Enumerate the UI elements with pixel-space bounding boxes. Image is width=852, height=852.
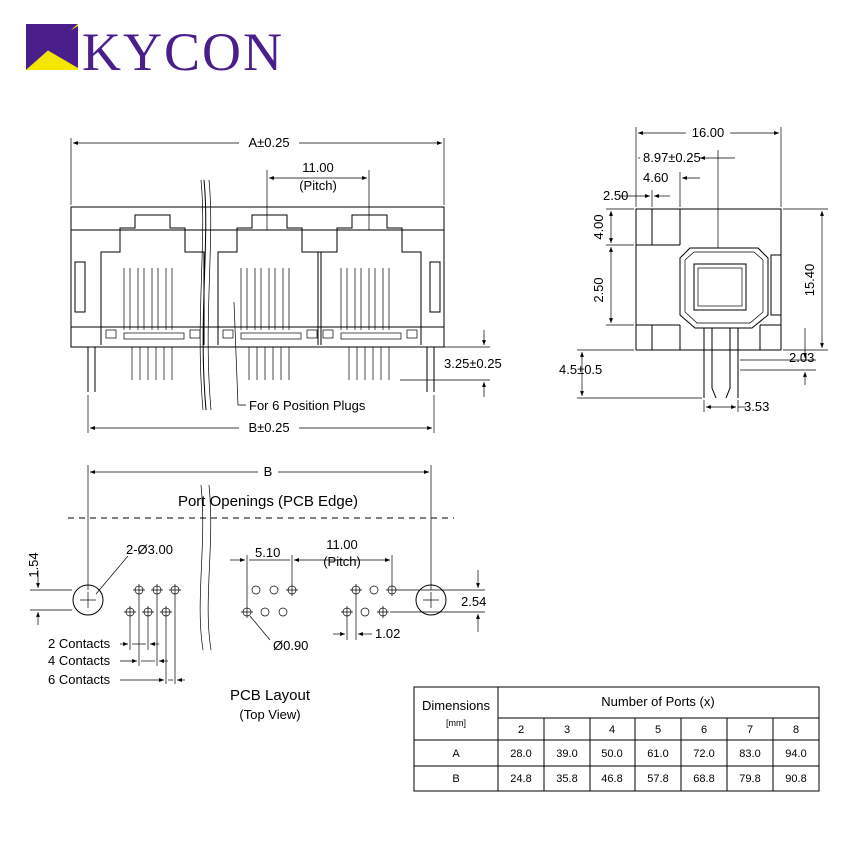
- table-cell: 50.0: [601, 748, 622, 760]
- table-cell: 57.8: [647, 773, 668, 785]
- table-cell: 46.8: [601, 773, 622, 785]
- pcb-hole-label: 2-Ø3.00: [126, 542, 173, 557]
- side-height-250: 2.50: [591, 277, 606, 302]
- pcb-dim-102: 1.02: [375, 626, 400, 641]
- logo-text: KYCON: [82, 22, 284, 82]
- table-cell: 35.8: [556, 773, 577, 785]
- contact-group-2: [241, 584, 298, 618]
- contact-group-1: [124, 584, 181, 618]
- pcb-pitch-value: 11.00: [326, 537, 358, 552]
- table-port-header: 3: [564, 724, 570, 736]
- table-cell: 39.0: [556, 748, 577, 760]
- table-port-header: 2: [518, 724, 524, 736]
- side-view: 16.00 8.97±0.25 4.60 2.50 4: [559, 125, 828, 414]
- mounting-hole-left: [72, 584, 104, 616]
- table-cell: 72.0: [693, 748, 714, 760]
- contact-group-3: [341, 584, 398, 618]
- table-unit: [mm]: [446, 718, 466, 728]
- side-offset-250-top: 2.50: [603, 188, 628, 203]
- pcb-dim-510: 5.10: [255, 545, 280, 560]
- table-row-header: Dimensions: [422, 698, 490, 713]
- table-port-header: 7: [747, 724, 753, 736]
- pcb-dim-254: 2.54: [461, 594, 486, 609]
- front-pin-length: 3.25±0.25: [444, 356, 502, 371]
- side-height-400: 4.00: [591, 214, 606, 239]
- table-cell: 28.0: [510, 748, 531, 760]
- pcb-dim-b: B: [264, 464, 273, 479]
- contacts-4-label: 4 Contacts: [48, 653, 111, 668]
- table-group-header: Number of Ports (x): [601, 694, 714, 709]
- table-port-header: 8: [793, 724, 799, 736]
- front-pitch-value: 11.00: [302, 160, 334, 175]
- side-offset-460: 4.60: [643, 170, 668, 185]
- contacts-6-label: 6 Contacts: [48, 672, 111, 687]
- pcb-layout: B Port Openings (PCB Edge) 2-Ø3.00 1.54: [26, 464, 486, 722]
- pcb-dim-154: 1.54: [26, 552, 41, 577]
- table-cell: 68.8: [693, 773, 714, 785]
- table-port-header: 4: [609, 724, 615, 736]
- side-height-1540: 15.40: [802, 264, 817, 297]
- pcb-pitch-word: (Pitch): [323, 554, 361, 569]
- table-port-header: 5: [655, 724, 661, 736]
- pcb-edge-label: Port Openings (PCB Edge): [178, 493, 358, 510]
- front-pitch-word: (Pitch): [299, 178, 337, 193]
- table-cell: 94.0: [785, 748, 806, 760]
- front-dim-a: A±0.25: [248, 135, 289, 150]
- table-cell: 79.8: [739, 773, 760, 785]
- table-cell: 83.0: [739, 748, 760, 760]
- side-dim-203: 2.03: [789, 350, 814, 365]
- table-port-header: 6: [701, 724, 707, 736]
- table-row-label: B: [452, 773, 459, 785]
- table-cell: 61.0: [647, 748, 668, 760]
- port-1: [100, 214, 205, 380]
- table-cell: 90.8: [785, 773, 806, 785]
- side-offset-897: 8.97±0.25: [643, 150, 701, 165]
- table-row-label: A: [452, 748, 460, 760]
- port-2: [217, 214, 322, 380]
- pcb-title: PCB Layout: [230, 687, 311, 704]
- port-3: [317, 214, 422, 380]
- front-plug-note: For 6 Position Plugs: [249, 398, 366, 413]
- pcb-dim-090: Ø0.90: [273, 638, 308, 653]
- contacts-2-label: 2 Contacts: [48, 636, 111, 651]
- table-cell: 24.8: [510, 773, 531, 785]
- front-dim-b: B±0.25: [248, 420, 289, 435]
- side-dim-353: 3.53: [744, 399, 769, 414]
- side-pin-45: 4.5±0.5: [559, 362, 602, 377]
- dimensions-table: Dimensions [mm] Number of Ports (x) 2 3 …: [413, 686, 820, 792]
- pcb-subtitle: (Top View): [239, 707, 300, 722]
- front-view: A±0.25 11.00 (Pitch): [70, 135, 502, 435]
- mounting-hole-right: [415, 584, 447, 616]
- side-width: 16.00: [692, 125, 725, 140]
- kycon-logo: KYCON: [26, 22, 284, 82]
